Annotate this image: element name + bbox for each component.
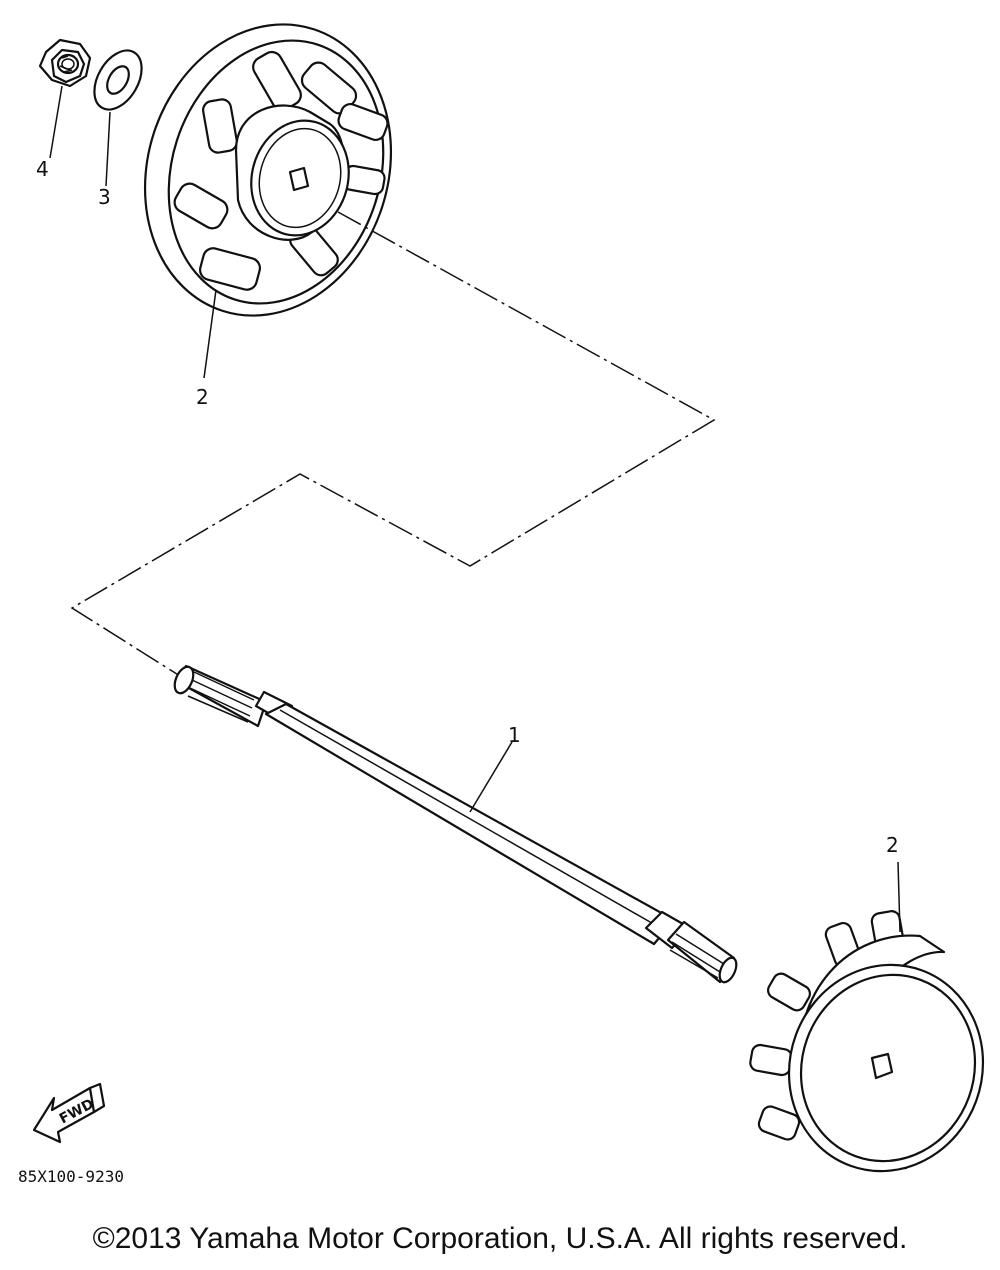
copyright-notice: ©2013 Yamaha Motor Corporation, U.S.A. A… — [92, 1222, 908, 1255]
impeller-upper-part[interactable] — [108, 0, 428, 348]
alignment-center-line — [70, 211, 716, 677]
leader-line-nut — [49, 85, 63, 159]
diagram-reference-code: 85X100-9230 — [18, 1167, 124, 1186]
leader-line-impeller-lower — [897, 861, 901, 933]
hex-nut-part[interactable] — [38, 38, 92, 88]
leader-line-impeller-upper — [203, 289, 217, 379]
callout-number-4: 4 — [36, 157, 49, 181]
impeller-lower-part[interactable] — [749, 910, 1000, 1190]
fwd-arrow-icon: FWD — [32, 1082, 106, 1144]
callout-number-2-lower: 2 — [886, 833, 899, 857]
exploded-parts-diagram: 4 3 2 — [18, 0, 1000, 1190]
washer-part[interactable] — [85, 42, 152, 117]
leader-line-shaft — [469, 741, 513, 813]
leader-line-washer — [105, 111, 111, 187]
drive-shaft-part[interactable] — [171, 664, 740, 985]
callout-number-3: 3 — [98, 185, 111, 209]
callout-number-1: 1 — [508, 723, 521, 747]
callout-number-2-upper: 2 — [196, 385, 209, 409]
